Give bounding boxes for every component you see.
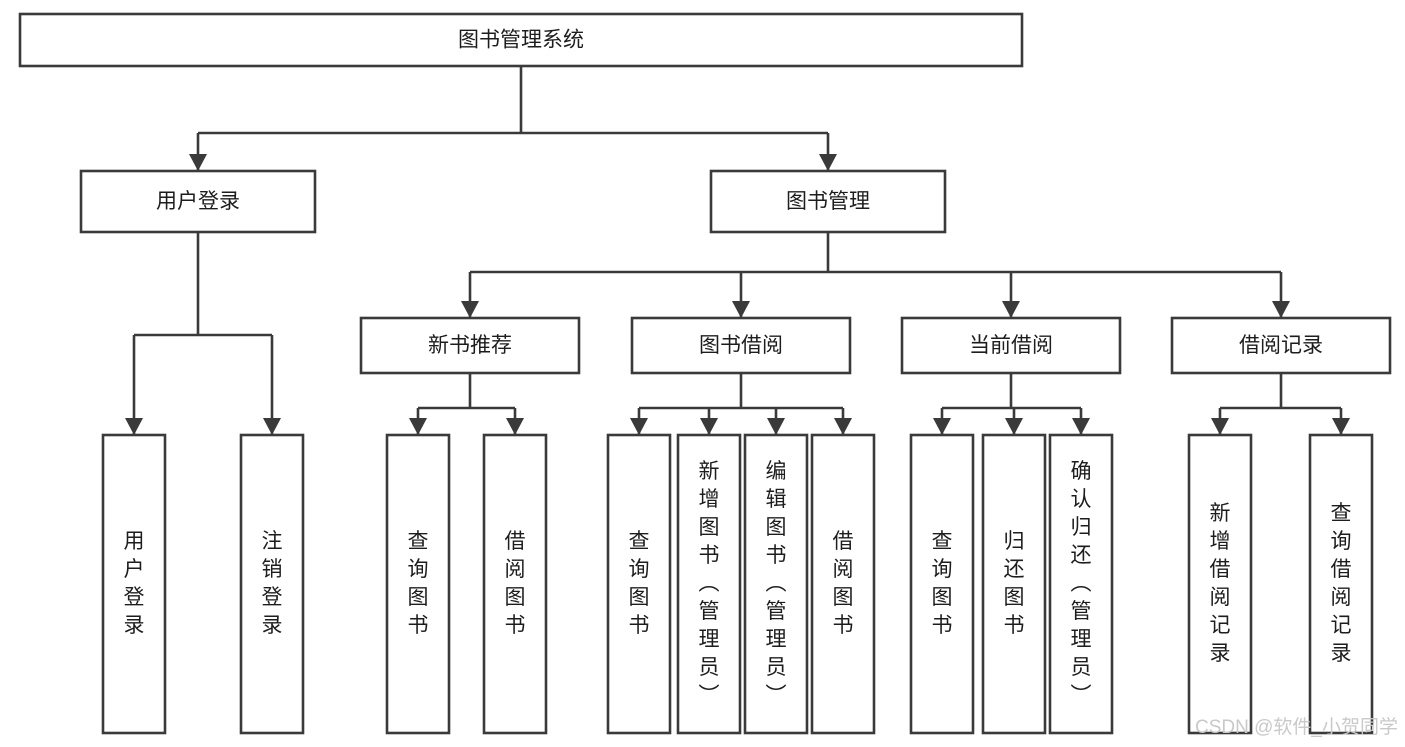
csdn-watermark: CSDN @软件_小贺同学	[1195, 716, 1398, 738]
connector-layer	[125, 66, 1350, 435]
node-box-leaf-add-book[interactable]	[676, 433, 742, 735]
node-login[interactable]: 用户登录	[79, 169, 317, 234]
node-box-leaf-user-login[interactable]	[101, 433, 167, 735]
node-leaf-user-logout[interactable]: 注销登录	[239, 433, 305, 735]
node-borrow[interactable]: 图书借阅	[630, 316, 852, 375]
node-leaf-query-book-borrow[interactable]: 查询图书	[606, 433, 672, 735]
node-record[interactable]: 借阅记录	[1170, 316, 1392, 375]
node-label-leaf-query-book-borrow: 查询图书	[629, 530, 650, 637]
node-label-newbook: 新书推荐	[428, 334, 512, 357]
node-leaf-borrow-book-new[interactable]: 借阅图书	[482, 433, 548, 735]
node-label-leaf-user-login: 用户登录	[124, 530, 145, 637]
node-label-leaf-return-book: 归还图书	[1004, 530, 1025, 637]
node-leaf-return-book[interactable]: 归还图书	[981, 433, 1047, 735]
node-root[interactable]: 图书管理系统	[18, 12, 1024, 68]
node-leaf-query-book-current[interactable]: 查询图书	[909, 433, 975, 735]
node-leaf-query-book-new[interactable]: 查询图书	[385, 433, 451, 735]
node-bookmgmt[interactable]: 图书管理	[709, 169, 947, 234]
node-leaf-confirm-return[interactable]: 确认归还︵管理员︶	[1048, 433, 1114, 735]
node-box-leaf-query-book-new[interactable]	[385, 433, 451, 735]
node-current[interactable]: 当前借阅	[900, 316, 1122, 375]
connector-borrow-bus	[630, 373, 852, 435]
node-leaf-add-book[interactable]: 新增图书︵管理员︶	[676, 433, 742, 735]
node-label-leaf-borrow-book: 借阅图书	[833, 530, 854, 637]
connector-current-bus	[933, 373, 1090, 435]
node-leaf-query-record[interactable]: 查询借阅记录	[1308, 433, 1374, 735]
node-label-leaf-query-book-new: 查询图书	[408, 530, 429, 637]
node-label-bookmgmt: 图书管理	[786, 190, 870, 213]
node-box-leaf-borrow-book[interactable]	[810, 433, 876, 735]
node-label-current: 当前借阅	[969, 334, 1053, 357]
node-box-leaf-query-record[interactable]	[1308, 433, 1374, 735]
node-box-leaf-user-logout[interactable]	[239, 433, 305, 735]
node-label-leaf-user-logout: 注销登录	[262, 530, 283, 637]
node-box-current[interactable]	[900, 316, 1122, 375]
node-box-leaf-borrow-book-new[interactable]	[482, 433, 548, 735]
node-label-leaf-add-record: 新增借阅记录	[1210, 502, 1231, 665]
node-box-record[interactable]	[1170, 316, 1392, 375]
node-label-leaf-query-record: 查询借阅记录	[1331, 502, 1352, 665]
node-label-leaf-edit-book: 编辑图书︵管理员︶	[766, 460, 787, 707]
connector-root-bus	[189, 66, 837, 171]
connector-record-bus	[1211, 373, 1350, 435]
connector-bookmgmt-bus	[461, 232, 1290, 318]
node-box-leaf-return-book[interactable]	[981, 433, 1047, 735]
node-box-login[interactable]	[79, 169, 317, 234]
node-box-leaf-query-book-current[interactable]	[909, 433, 975, 735]
node-label-leaf-confirm-return: 确认归还︵管理员︶	[1071, 460, 1092, 707]
node-label-leaf-borrow-book-new: 借阅图书	[505, 530, 526, 637]
node-box-leaf-confirm-return[interactable]	[1048, 433, 1114, 735]
node-label-leaf-add-book: 新增图书︵管理员︶	[699, 460, 720, 707]
node-box-leaf-query-book-borrow[interactable]	[606, 433, 672, 735]
node-box-leaf-edit-book[interactable]	[743, 433, 809, 735]
node-label-record: 借阅记录	[1239, 334, 1323, 357]
node-box-leaf-add-record[interactable]	[1187, 433, 1253, 735]
connector-login-bus	[125, 232, 281, 435]
node-newbook[interactable]: 新书推荐	[359, 316, 581, 375]
node-leaf-add-record[interactable]: 新增借阅记录	[1187, 433, 1253, 735]
node-box-borrow[interactable]	[630, 316, 852, 375]
node-leaf-borrow-book[interactable]: 借阅图书	[810, 433, 876, 735]
node-leaf-edit-book[interactable]: 编辑图书︵管理员︶	[743, 433, 809, 735]
node-label-login: 用户登录	[156, 190, 240, 213]
node-box-newbook[interactable]	[359, 316, 581, 375]
node-box-root[interactable]	[18, 12, 1024, 68]
node-label-borrow: 图书借阅	[699, 334, 783, 357]
connector-newbook-bus	[409, 373, 524, 435]
node-leaf-user-login[interactable]: 用户登录	[101, 433, 167, 735]
node-layer: 图书管理系统用户登录图书管理新书推荐图书借阅当前借阅借阅记录用户登录注销登录查询…	[18, 12, 1392, 735]
node-label-leaf-query-book-current: 查询图书	[932, 530, 953, 637]
node-box-bookmgmt[interactable]	[709, 169, 947, 234]
node-label-root: 图书管理系统	[458, 29, 584, 52]
